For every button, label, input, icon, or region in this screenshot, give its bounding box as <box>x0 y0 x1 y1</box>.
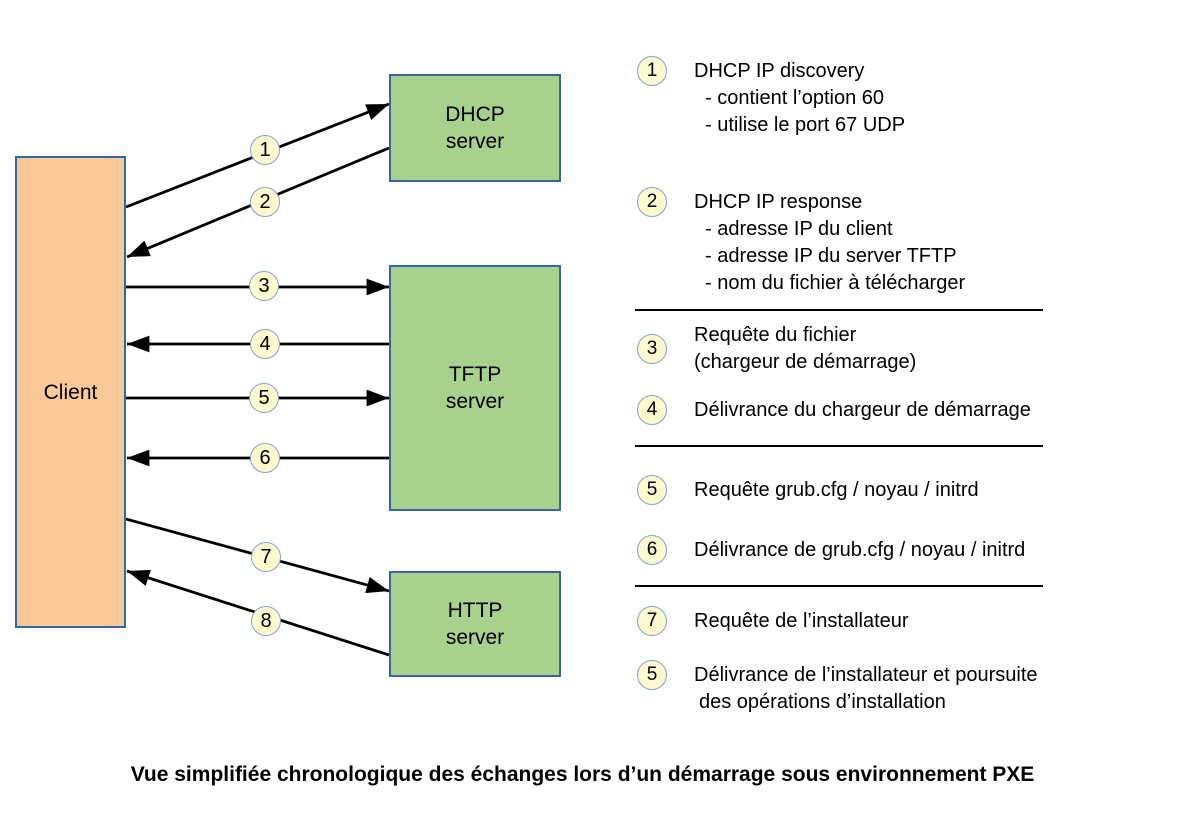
legend-title-8-line2: des opérations d’installation <box>699 691 946 713</box>
legend-sub-1-2: - utilise le port 67 UDP <box>705 114 906 136</box>
legend-separator-3 <box>635 585 1043 587</box>
legend-item-8: 5 Délivrance de l’installateur et poursu… <box>637 660 1038 716</box>
dhcp-server-label: DHCP server <box>445 103 505 153</box>
legend-item-2: 2 DHCP IP response - adresse IP du clien… <box>637 187 965 297</box>
arrow-6-badge: 6 <box>250 443 280 473</box>
arrow-4-badge: 4 <box>250 329 280 359</box>
arrow-1-badge: 1 <box>250 135 280 165</box>
diagram-caption: Vue simplifiée chronologique des échange… <box>130 763 1035 786</box>
legend-title-3-line2: (chargeur de démarrage) <box>694 351 917 373</box>
legend-text-6: Délivrance de grub.cfg / noyau / initrd <box>694 537 1025 564</box>
legend-title-3: Requête du fichier <box>694 324 857 346</box>
legend-separator-1 <box>635 309 1043 311</box>
arrow-7-badge: 7 <box>251 542 281 572</box>
tftp-server-label: TFTP server <box>445 363 505 413</box>
legend-sub-2-1: - adresse IP du client <box>705 218 893 240</box>
legend-sub-2-2: - adresse IP du server TFTP <box>705 245 957 267</box>
client-box: Client <box>15 156 126 628</box>
legend-text-4: Délivrance du chargeur de démarrage <box>694 397 1031 424</box>
legend-title-5: Requête grub.cfg / noyau / initrd <box>694 479 979 501</box>
legend-item-1: 1 DHCP IP discovery - contient l’option … <box>637 56 905 139</box>
legend-badge-4: 4 <box>637 395 667 425</box>
legend-item-4: 4 Délivrance du chargeur de démarrage <box>637 395 1031 425</box>
legend-badge-3: 3 <box>637 334 667 364</box>
legend-title-6: Délivrance de grub.cfg / noyau / initrd <box>694 539 1026 561</box>
legend-badge-2: 2 <box>637 187 667 217</box>
legend-text-8: Délivrance de l’installateur et poursuit… <box>694 662 1038 716</box>
legend-item-3: 3 Requête du fichier (chargeur de démarr… <box>637 322 916 376</box>
client-label: Client <box>43 380 98 404</box>
legend-title-4: Délivrance du chargeur de démarrage <box>694 399 1031 421</box>
legend-badge-8: 5 <box>637 660 667 690</box>
legend-title-2: DHCP IP response <box>694 191 863 213</box>
http-server-label: HTTP server <box>445 599 505 649</box>
legend-badge-7: 7 <box>637 606 667 636</box>
arrow-3-badge: 3 <box>249 271 279 301</box>
legend-badge-6: 6 <box>637 535 667 565</box>
legend-badge-1: 1 <box>637 56 667 86</box>
arrow-5-badge: 5 <box>249 383 279 413</box>
tftp-server-box: TFTP server <box>389 265 561 511</box>
legend-title-7: Requête de l’installateur <box>694 610 909 632</box>
dhcp-server-box: DHCP server <box>389 74 561 182</box>
legend-title-8: Délivrance de l’installateur et poursuit… <box>694 664 1038 686</box>
legend-title-1: DHCP IP discovery <box>694 60 865 82</box>
legend-sub-2-3: - nom du fichier à télécharger <box>705 272 966 294</box>
legend-badge-5: 5 <box>637 475 667 505</box>
legend-item-6: 6 Délivrance de grub.cfg / noyau / initr… <box>637 535 1025 565</box>
arrow-8-badge: 8 <box>251 606 281 636</box>
arrow-2-badge: 2 <box>250 187 280 217</box>
legend-text-3: Requête du fichier (chargeur de démarrag… <box>694 322 916 376</box>
legend-separator-2 <box>635 445 1043 447</box>
legend-text-1: DHCP IP discovery - contient l’option 60… <box>694 58 905 139</box>
legend-sub-1-1: - contient l’option 60 <box>705 87 885 109</box>
legend-text-5: Requête grub.cfg / noyau / initrd <box>694 477 979 504</box>
legend-item-7: 7 Requête de l’installateur <box>637 606 909 636</box>
legend-item-5: 5 Requête grub.cfg / noyau / initrd <box>637 475 979 505</box>
http-server-box: HTTP server <box>389 571 561 677</box>
legend-text-7: Requête de l’installateur <box>694 608 909 635</box>
legend-text-2: DHCP IP response - adresse IP du client … <box>694 189 965 297</box>
